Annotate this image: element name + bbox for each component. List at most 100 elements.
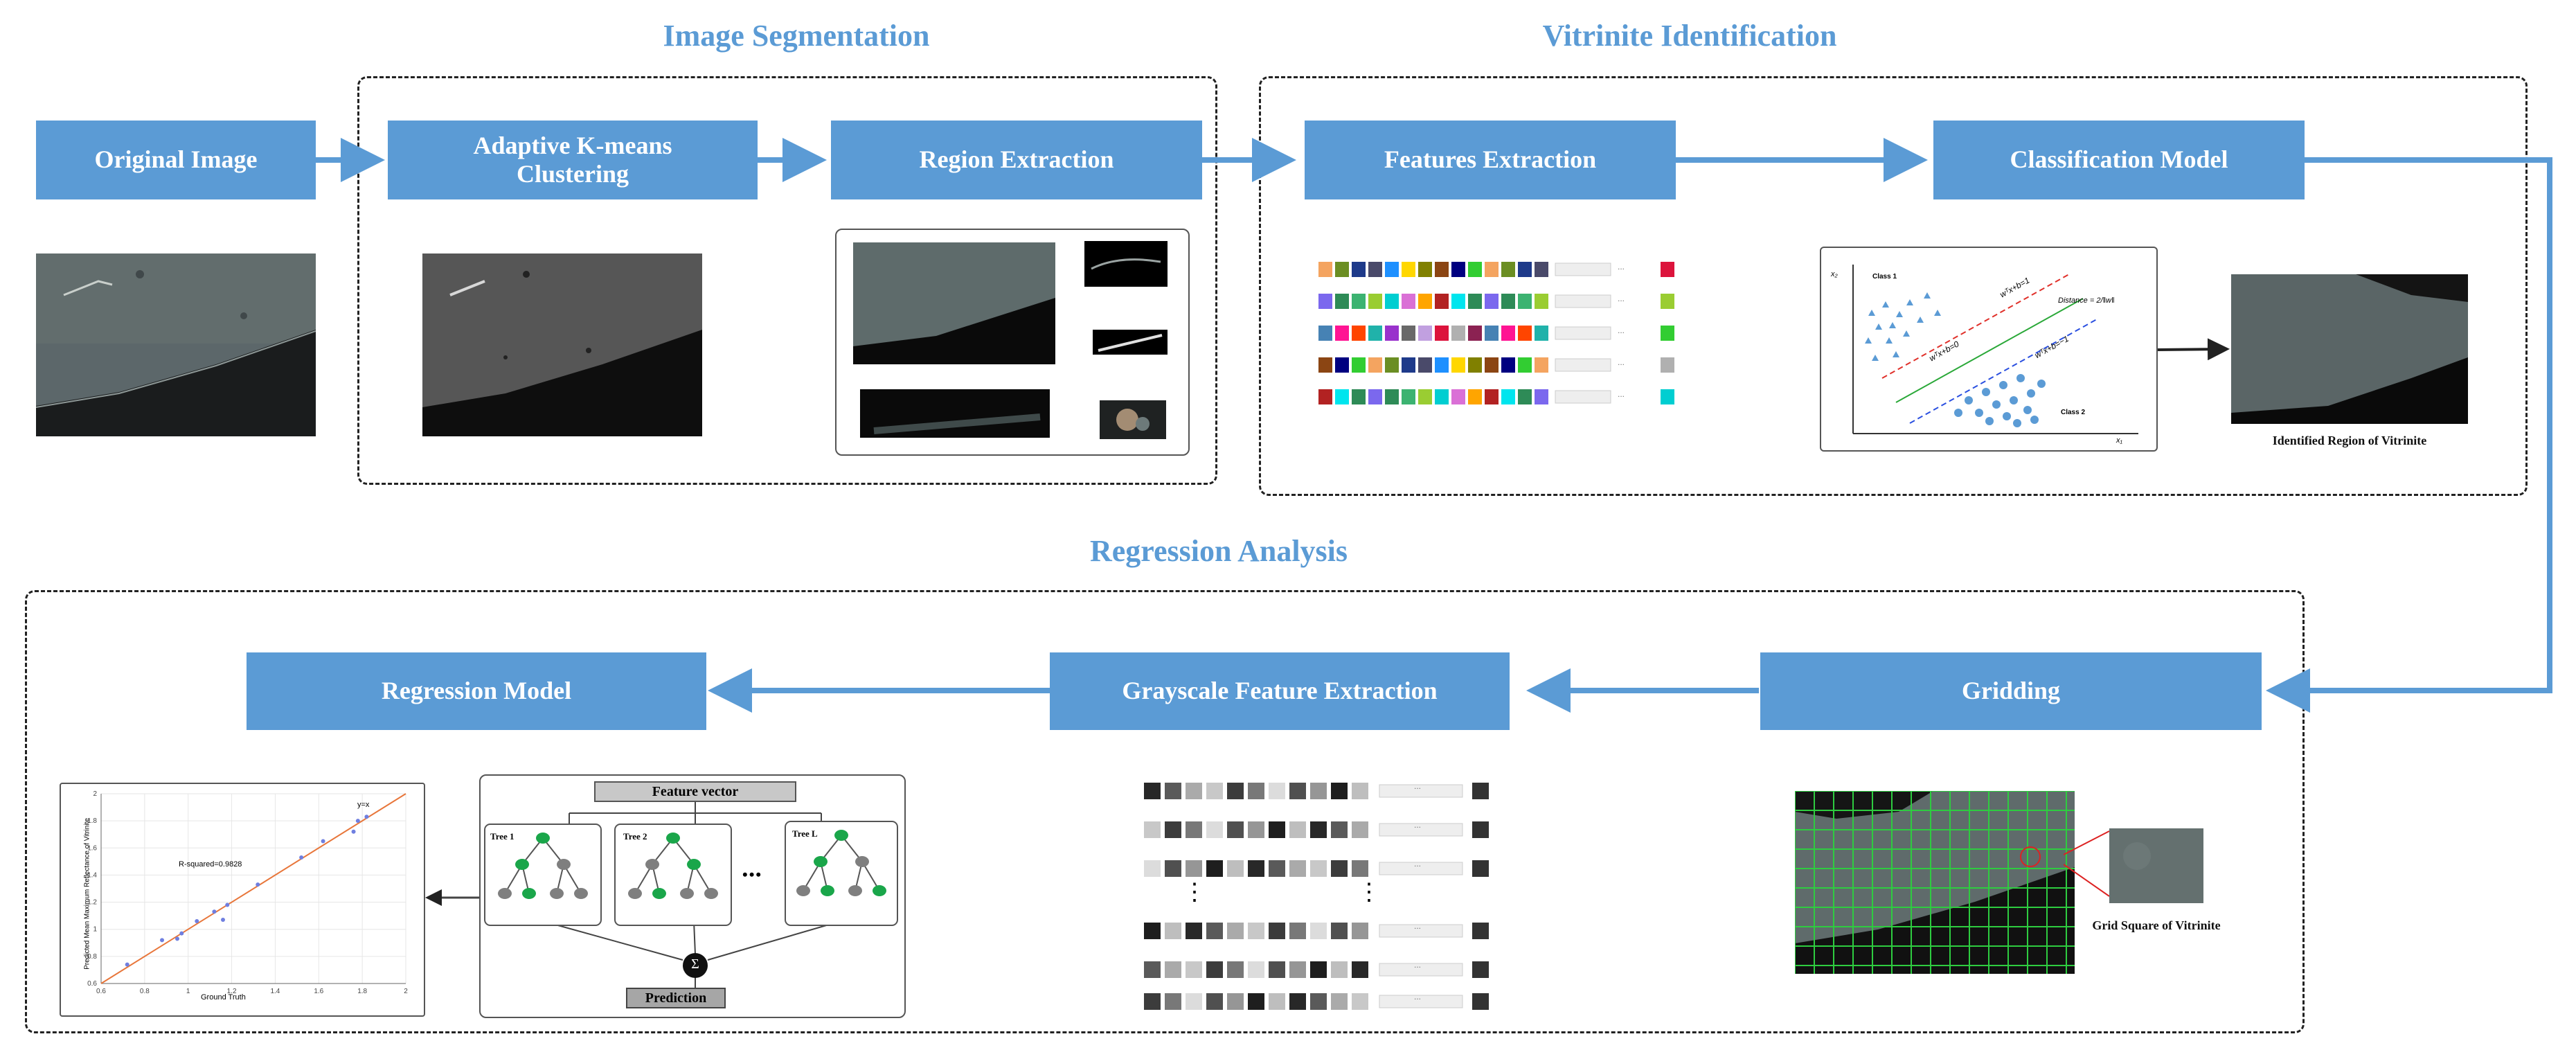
identified-region-caption: Identified Region of Vitrinite [2272, 434, 2427, 447]
gray-swatch [1289, 821, 1306, 838]
tree-node [628, 888, 642, 899]
color-swatch [1485, 262, 1499, 277]
gray-swatch [1352, 783, 1368, 799]
color-swatch [1501, 389, 1515, 404]
scatter-point [351, 829, 356, 834]
color-swatch [1535, 326, 1548, 341]
gray-swatch [1289, 783, 1306, 799]
gray-swatch [1248, 961, 1264, 978]
tree-node [652, 888, 666, 899]
y-tick-label: 1.6 [87, 844, 97, 852]
scatter-point [299, 855, 304, 860]
color-swatch [1418, 294, 1432, 309]
color-swatch [1501, 357, 1515, 373]
color-swatch [1435, 294, 1449, 309]
color-swatch [1352, 389, 1366, 404]
gridding-box: Gridding [1760, 652, 2262, 730]
color-swatch [1518, 357, 1532, 373]
gray-swatch [1186, 821, 1202, 838]
color-swatch [1435, 262, 1449, 277]
scatter-point [355, 819, 360, 824]
color-swatch [1418, 326, 1432, 341]
tree-box [785, 821, 898, 926]
gray-row-ellipsis-6: ... [1414, 992, 1422, 1002]
tree-2-label: Tree 2 [623, 831, 647, 842]
gray-rows-vertical-dots-right: ⋮ [1357, 880, 1381, 905]
x-tick-label: 1 [186, 988, 190, 995]
gray-swatch-placeholder [1379, 995, 1463, 1008]
color-swatch [1661, 389, 1674, 404]
tree-l-label: Tree L [792, 828, 818, 839]
gray-swatch [1289, 860, 1306, 877]
scatter-panel [60, 783, 425, 1017]
color-swatch [1385, 262, 1399, 277]
gray-swatch [1310, 961, 1327, 978]
gray-swatch [1269, 923, 1285, 939]
color-swatch [1335, 357, 1349, 373]
gray-swatch [1186, 961, 1202, 978]
x-tick-label: 1.6 [314, 988, 323, 995]
gray-swatch [1144, 821, 1161, 838]
tree-node [498, 888, 512, 899]
tree-node [821, 885, 834, 896]
color-swatch [1501, 262, 1515, 277]
color-swatch [1468, 262, 1482, 277]
random-forest-diagram [484, 802, 898, 988]
y-tick-label: 1.2 [87, 899, 97, 907]
svm-margin-plus [1881, 274, 2070, 379]
gray-swatch [1269, 821, 1285, 838]
color-swatch [1402, 262, 1415, 277]
color-swatch [1368, 389, 1382, 404]
grid-image [1795, 791, 2075, 974]
gray-swatch [1472, 923, 1489, 939]
color-swatch [1352, 294, 1366, 309]
color-swatch [1418, 357, 1432, 373]
gray-swatch [1227, 783, 1244, 799]
color-swatch [1501, 326, 1515, 341]
tree-node [855, 856, 869, 867]
gray-swatch [1352, 961, 1368, 978]
svm-hyperplane [1895, 298, 2084, 403]
r-squared-label: R-squared=0.9828 [179, 860, 242, 869]
tree-node [834, 830, 848, 841]
scatter-point [225, 902, 230, 907]
color-swatch [1451, 262, 1465, 277]
color-swatch [1661, 326, 1674, 341]
color-swatch [1402, 389, 1415, 404]
color-swatch [1661, 262, 1674, 277]
tree-node [557, 859, 571, 870]
gray-swatch [1227, 923, 1244, 939]
color-swatch [1385, 326, 1399, 341]
gray-swatch [1472, 961, 1489, 978]
gray-swatch [1248, 923, 1264, 939]
color-swatch [1352, 357, 1366, 373]
color-row-ellipsis-4: ... [1618, 357, 1625, 367]
gray-swatch [1472, 821, 1489, 838]
color-swatch [1518, 262, 1532, 277]
vitrinite-identification-group [1259, 76, 2528, 496]
gray-swatch [1310, 993, 1327, 1010]
regression-analysis-group [25, 590, 2305, 1033]
scatter-ylabel: Predicted Mean Maximum Reflectance of Vi… [83, 818, 91, 970]
gray-swatch [1144, 923, 1161, 939]
gray-swatch [1310, 821, 1327, 838]
gray-rows-vertical-dots-left: ⋮ [1183, 880, 1206, 905]
svm-class2-label: Class 2 [2061, 409, 2086, 416]
section-title-regression-analysis: Regression Analysis [1089, 534, 1348, 568]
classification-model-box: Classification Model [1933, 121, 2305, 199]
gray-swatch [1472, 860, 1489, 877]
gray-swatch [1269, 783, 1285, 799]
gray-swatch [1310, 783, 1327, 799]
tree-box [614, 824, 732, 926]
color-swatch [1402, 294, 1415, 309]
gray-swatch [1206, 993, 1223, 1010]
color-swatch [1518, 389, 1532, 404]
y-tick-label: 0.8 [87, 953, 97, 961]
gray-row-ellipsis-4: ... [1414, 921, 1422, 931]
gray-row-ellipsis-2: ... [1414, 820, 1422, 830]
gray-swatch [1227, 961, 1244, 978]
gray-swatch [1472, 993, 1489, 1010]
gray-swatch [1289, 961, 1306, 978]
gray-swatch [1248, 783, 1264, 799]
